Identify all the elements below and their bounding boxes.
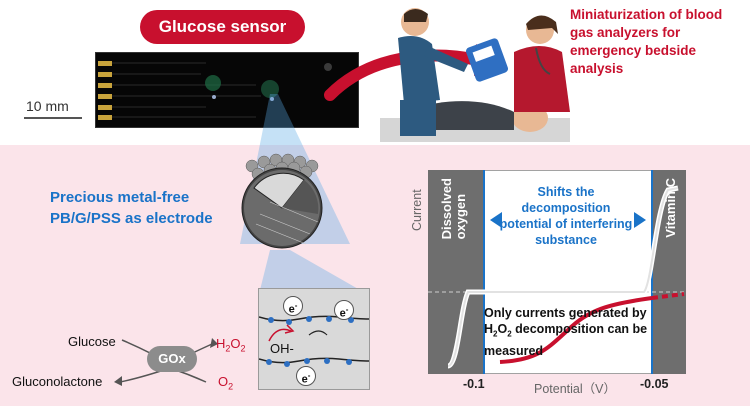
gluconolactone-label: Gluconolactone <box>12 374 103 389</box>
gox-enzyme-badge: GOx <box>147 346 197 372</box>
handheld-analyzer-icon <box>465 38 509 82</box>
glucose-sensor-label: Glucose sensor <box>140 10 305 44</box>
red-curved-arrow <box>268 328 292 342</box>
electrode-heading: Precious metal-free PB/G/PSS as electrod… <box>50 189 213 227</box>
h2o2-current-extrapolated <box>651 292 685 300</box>
shift-annotation: Shifts the decomposition potential of in… <box>499 185 633 247</box>
x-tick-left: -0.1 <box>463 377 485 391</box>
scale-bar <box>24 117 82 119</box>
electron-bubble-1: e- <box>283 296 303 316</box>
electrode-layer-bottom <box>258 357 370 364</box>
electron-symbol-1: e <box>288 303 295 316</box>
x-tick-right: -0.05 <box>640 377 669 391</box>
left-triangle-icon <box>490 212 502 228</box>
scale-label: 10 mm <box>26 98 69 114</box>
y-axis-label: Current <box>410 189 424 231</box>
electron-symbol-2: e <box>339 307 346 320</box>
potential-current-graph <box>428 170 686 374</box>
pb-particles <box>266 316 354 367</box>
h2o2-current-curve <box>499 296 653 364</box>
bedside-illustration <box>324 8 570 142</box>
glucose-label: Glucose <box>68 334 116 349</box>
reaction-arrows <box>114 338 218 386</box>
right-triangle-icon <box>634 212 646 228</box>
electron-transfer-arrow <box>308 330 328 336</box>
o2-label: O2 <box>218 374 234 392</box>
zoom-beam-lower <box>260 250 360 290</box>
electrode-sphere-illustration <box>240 94 350 249</box>
h2o2-label: H2O2 <box>216 336 246 354</box>
electron-bubble-3: e- <box>296 366 316 386</box>
electrode-layer-top <box>258 315 370 322</box>
sensor-strip-image <box>95 52 359 128</box>
measured-current-annotation: Only currents generated by H2O2 decompos… <box>484 306 648 358</box>
electron-symbol-3: e <box>301 373 308 386</box>
hydroxide-label: OH- <box>270 341 294 356</box>
vitamin-c-label: Vitamin C <box>663 178 678 238</box>
right-title: Miniaturization of blood gas analyzers f… <box>570 7 723 76</box>
electron-bubble-2: e- <box>334 300 354 320</box>
vitamin-c-band <box>652 170 686 374</box>
x-axis-label: Potential（V） <box>534 382 616 396</box>
